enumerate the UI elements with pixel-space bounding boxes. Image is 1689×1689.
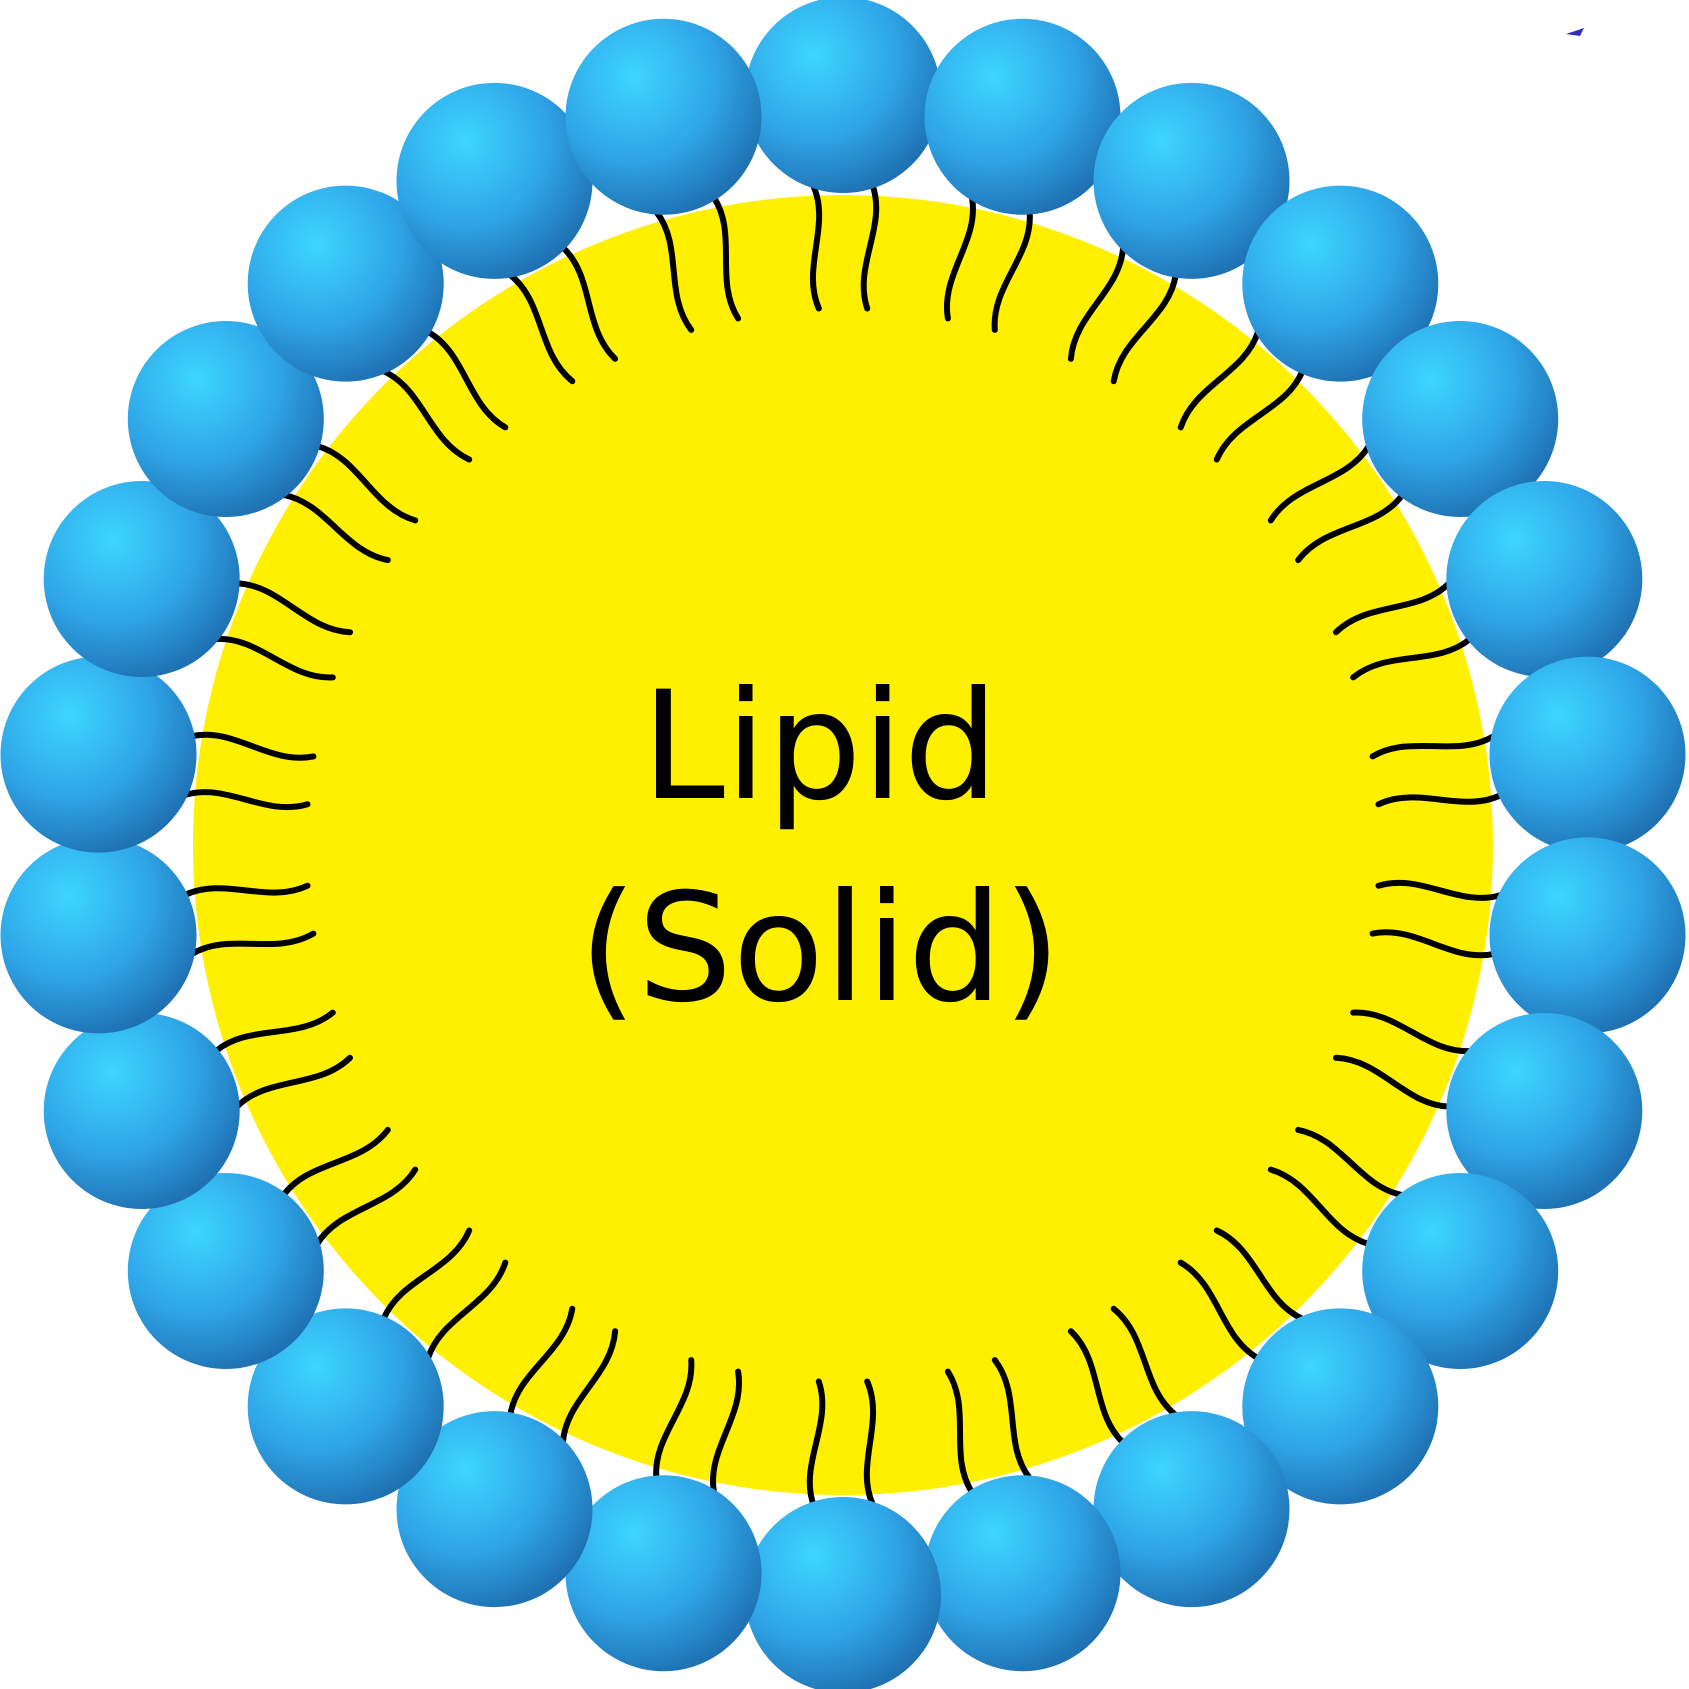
- lipid-tail: [711, 194, 742, 322]
- phospholipid-head: [1489, 656, 1686, 853]
- lipid-core: [193, 195, 1493, 1495]
- lipid-tail: [1333, 580, 1452, 636]
- lipid-tail: [1177, 1259, 1261, 1362]
- phospholipid-head: [1489, 837, 1686, 1034]
- lipid-tail: [1295, 1126, 1406, 1199]
- lipid-tail: [991, 1357, 1033, 1482]
- lipid-tail: [653, 1357, 695, 1482]
- phospholipid-head: [565, 1475, 762, 1672]
- lipid-tail: [280, 491, 391, 564]
- stray-mark: [1566, 28, 1584, 36]
- lipid-tail: [1369, 929, 1497, 959]
- lipid-tail: [806, 1378, 826, 1508]
- lipid-tail: [280, 1126, 391, 1199]
- core-label-lipid: Lipid: [641, 660, 998, 834]
- lipid-tail: [380, 368, 473, 463]
- lipid-tail: [181, 882, 311, 898]
- lipid-tail: [1350, 1009, 1473, 1055]
- phospholipid-head: [745, 0, 941, 193]
- lipid-tail: [314, 1166, 419, 1247]
- lipid-tail: [189, 731, 317, 761]
- lipid-tail: [944, 1368, 975, 1496]
- lipid-tail: [1267, 1166, 1372, 1247]
- phospholipid-head: [396, 82, 593, 279]
- lipid-tail: [1369, 733, 1497, 760]
- lipid-tail: [559, 1328, 619, 1446]
- lipid-tail: [710, 1368, 743, 1496]
- phospholipid-head: [1093, 82, 1290, 279]
- lipid-tail: [860, 182, 880, 312]
- phospholipid-head: [247, 185, 444, 382]
- lipid-tails-group: [181, 182, 1505, 1508]
- phospholipid-head: [745, 1497, 941, 1689]
- phospholipid-head: [1446, 1013, 1643, 1209]
- phospholipid-head: [1242, 185, 1439, 382]
- lipid-tail: [234, 580, 353, 636]
- lipid-tail: [809, 182, 823, 312]
- lipid-tail: [1375, 879, 1505, 901]
- lipid-tail: [1110, 1305, 1179, 1418]
- phospholipid-head: [0, 656, 197, 853]
- lipid-tail: [1177, 328, 1261, 431]
- lipid-tail: [425, 328, 509, 431]
- phospholipid-head: [396, 1411, 593, 1608]
- phospholipid-head: [127, 1173, 324, 1369]
- phospholipid-head: [247, 1308, 444, 1505]
- lipid-tail: [507, 272, 576, 385]
- lipid-tail: [234, 1054, 353, 1110]
- phospholipid-head: [1093, 1411, 1290, 1608]
- lipid-tail: [1350, 636, 1473, 681]
- lipid-tail: [213, 1009, 336, 1054]
- lipid-tail: [559, 244, 619, 362]
- lipid-tail: [1067, 244, 1127, 362]
- lipid-tail: [943, 194, 976, 322]
- lipid-tail: [863, 1378, 877, 1508]
- lipid-tail: [213, 635, 336, 681]
- lipid-tail: [1067, 1328, 1127, 1446]
- lipid-tail: [1295, 491, 1406, 564]
- phospholipid-head: [924, 18, 1121, 215]
- phospholipid-head: [1446, 481, 1643, 677]
- lipid-tail: [380, 1227, 473, 1322]
- lipid-tail: [1375, 792, 1505, 808]
- phospholipid-head: [565, 18, 762, 215]
- phospholipid-head: [43, 481, 240, 677]
- lipid-tail: [991, 208, 1033, 333]
- lipid-tail: [1213, 368, 1306, 463]
- lipid-tail: [425, 1259, 509, 1362]
- phospholipid-head: [924, 1475, 1121, 1672]
- core-label-solid: (Solid): [579, 862, 1062, 1036]
- phospholipid-head: [127, 321, 324, 517]
- lipid-tail: [1267, 443, 1372, 524]
- phospholipid-head: [1362, 1173, 1559, 1369]
- lipid-tail: [1213, 1227, 1306, 1322]
- phospholipid-head: [1362, 321, 1559, 517]
- phospholipid-head: [0, 837, 197, 1034]
- lipid-tail: [653, 208, 695, 333]
- lipid-tail: [1333, 1054, 1452, 1110]
- lipid-tail: [314, 443, 419, 524]
- lipid-tail: [189, 930, 317, 957]
- phospholipid-head: [43, 1013, 240, 1209]
- lipid-tail: [1110, 272, 1179, 385]
- phospholipid-head: [1242, 1308, 1439, 1505]
- lipid-tail: [181, 789, 311, 811]
- lipid-tail: [507, 1305, 576, 1418]
